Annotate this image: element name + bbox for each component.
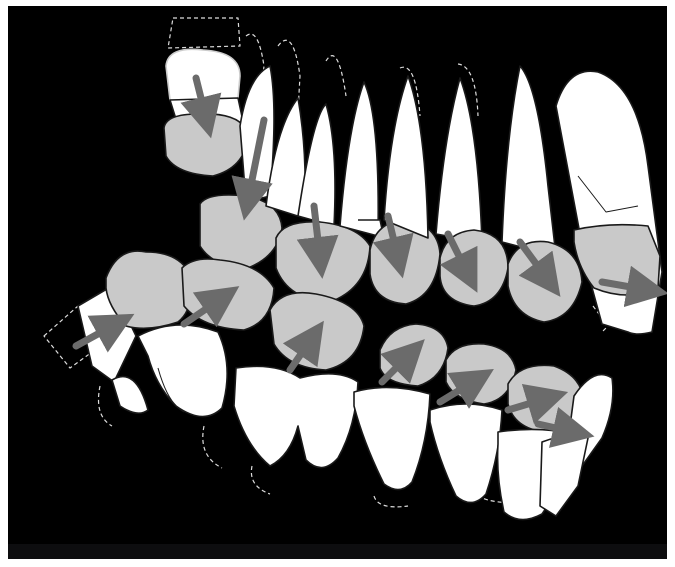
- dentition-illustration: [8, 6, 667, 559]
- lower-second-premolar: [354, 324, 448, 490]
- bottom-strip: [8, 544, 667, 559]
- dentition-drawing: [8, 6, 667, 559]
